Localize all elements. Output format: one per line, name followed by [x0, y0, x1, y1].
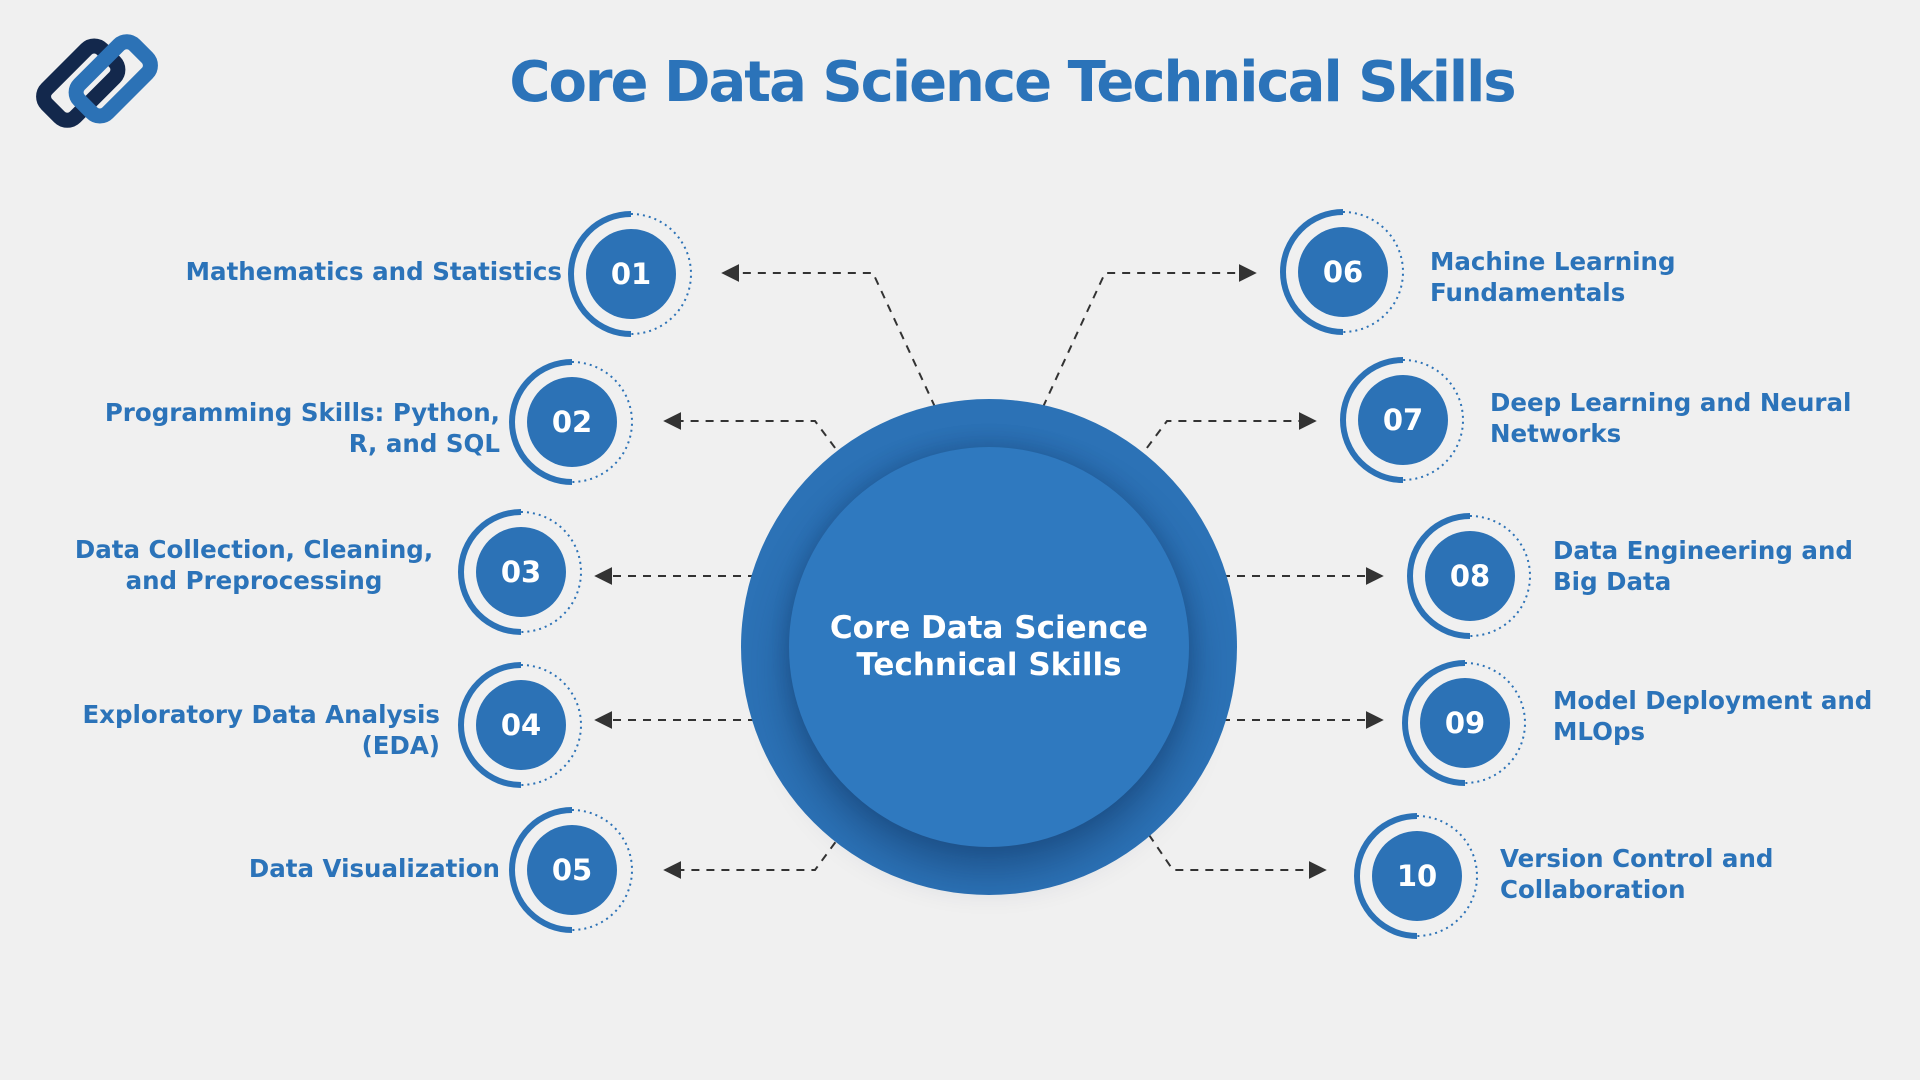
skill-number: 01 [586, 229, 676, 319]
skill-number: 06 [1298, 227, 1388, 317]
skill-label-06: Machine Learning Fundamentals [1430, 247, 1676, 307]
skill-label-10: Version Control and Collaboration [1500, 844, 1774, 904]
badge-ring-icon [1280, 209, 1404, 335]
skill-number: 02 [527, 377, 617, 467]
skill-badge-01: 01 [568, 211, 694, 337]
skill-label-04: Exploratory Data Analysis (EDA) [82, 700, 440, 760]
company-logo-icon [36, 34, 158, 128]
badge-ring-icon [1407, 513, 1531, 639]
connector-06 [1023, 264, 1257, 449]
skill-badge-08: 08 [1407, 513, 1533, 639]
central-hub-label: Core Data Science Technical Skills [829, 610, 1149, 683]
skill-number: 04 [476, 680, 566, 770]
skill-badge-07: 07 [1340, 357, 1466, 483]
skill-label-08: Data Engineering and Big Data [1553, 536, 1853, 596]
skill-number: 08 [1425, 531, 1515, 621]
badge-ring-icon [1354, 813, 1478, 939]
skill-number: 05 [527, 825, 617, 915]
skill-badge-04: 04 [458, 662, 584, 788]
skill-badge-05: 05 [509, 807, 635, 933]
skill-number: 09 [1420, 678, 1510, 768]
skill-label-09: Model Deployment and MLOps [1553, 686, 1873, 746]
skill-number: 10 [1372, 831, 1462, 921]
badge-ring-icon [1402, 660, 1526, 786]
skill-label-02: Programming Skills: Python, R, and SQL [104, 398, 500, 458]
skill-label-07: Deep Learning and Neural Networks [1490, 388, 1852, 448]
skill-badge-03: 03 [458, 509, 584, 635]
badge-ring-icon [509, 807, 633, 933]
page-title: Core Data Science Technical Skills [509, 50, 1516, 115]
skill-badge-10: 10 [1354, 813, 1480, 939]
badge-ring-icon [509, 359, 633, 485]
skill-label-05: Data Visualization [248, 854, 500, 883]
skill-label-03: Data Collection, Cleaning, and Preproces… [74, 535, 434, 595]
badge-ring-icon [458, 509, 582, 635]
skill-number: 03 [476, 527, 566, 617]
skill-label-01: Mathematics and Statistics [185, 257, 562, 286]
connector-02 [663, 412, 863, 485]
central-hub-circle: Core Data Science Technical Skills [741, 399, 1237, 895]
connector-05 [663, 805, 863, 879]
badge-ring-icon [1340, 357, 1464, 483]
badge-ring-icon [568, 211, 692, 337]
connector-01 [721, 264, 955, 449]
skill-badge-02: 02 [509, 359, 635, 485]
skill-badge-09: 09 [1402, 660, 1528, 786]
badge-ring-icon [458, 662, 582, 788]
connector-07 [1119, 412, 1317, 485]
skill-badge-06: 06 [1280, 209, 1406, 335]
skill-number: 07 [1358, 375, 1448, 465]
central-hub-inner: Core Data Science Technical Skills [789, 447, 1189, 847]
